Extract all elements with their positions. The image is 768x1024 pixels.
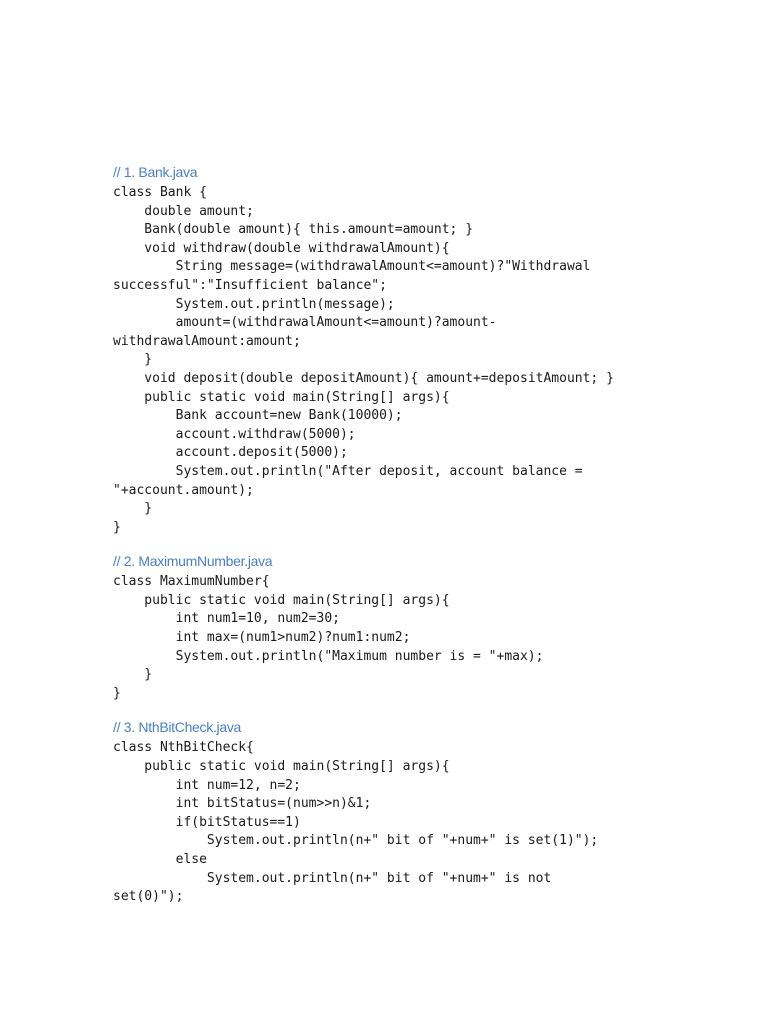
code-line: if(bitStatus==1)	[113, 814, 301, 830]
code-line: System.out.println(n+" bit of "+num+" is…	[113, 870, 552, 886]
code-line: class NthBitCheck{	[113, 740, 254, 756]
code-line: class Bank {	[113, 185, 207, 200]
code-line: Bank(double amount){ this.amount=amount;…	[113, 222, 474, 238]
code-block: class Bank { double amount; Bank(double …	[113, 184, 733, 537]
code-line: Bank account=new Bank(10000);	[113, 408, 403, 424]
code-line: set(0)");	[113, 889, 184, 905]
code-line: System.out.println(message);	[113, 296, 395, 312]
code-line: int bitStatus=(num>>n)&1;	[113, 796, 372, 812]
section-heading: // 3. NthBitCheck.java	[113, 719, 242, 736]
section-heading: // 1. Bank.java	[113, 164, 198, 180]
code-line: amount=(withdrawalAmount<=amount)?amount…	[113, 315, 497, 331]
code-line: account.deposit(5000);	[113, 445, 348, 461]
code-line: public static void main(String[] args){	[113, 389, 450, 405]
code-line: public static void main(String[] args){	[113, 592, 450, 608]
code-line: withdrawalAmount:amount;	[113, 333, 301, 349]
code-line: }	[113, 352, 153, 368]
code-line: System.out.println("After deposit, accou…	[113, 463, 583, 479]
code-line: int num1=10, num2=30;	[113, 611, 340, 627]
section-bank: // 1. Bank.java class Bank { double amou…	[113, 160, 733, 537]
code-line: public static void main(String[] args){	[113, 759, 450, 775]
code-line: void withdraw(double withdrawalAmount){	[113, 240, 450, 256]
code-line: }	[113, 519, 121, 535]
code-line: class MaximumNumber{	[113, 574, 270, 590]
code-line: int num=12, n=2;	[113, 777, 301, 793]
code-block: class NthBitCheck{ public static void ma…	[113, 739, 733, 906]
code-line: System.out.println("Maximum number is = …	[113, 648, 544, 664]
section-nth-bit-check: // 3. NthBitCheck.java class NthBitCheck…	[113, 715, 733, 906]
code-line: int max=(num1>num2)?num1:num2;	[113, 630, 411, 646]
code-line: else	[113, 852, 207, 867]
code-line: void deposit(double depositAmount){ amou…	[113, 370, 614, 386]
code-line: System.out.println(n+" bit of "+num+" is…	[113, 833, 599, 849]
document-page: // 1. Bank.java class Bank { double amou…	[113, 160, 733, 907]
code-line: account.withdraw(5000);	[113, 426, 356, 442]
code-block: class MaximumNumber{ public static void …	[113, 573, 733, 703]
code-line: }	[113, 685, 121, 701]
code-line: double amount;	[113, 203, 254, 219]
code-line: "+account.amount);	[113, 482, 254, 498]
code-line: successful":"Insufficient balance";	[113, 277, 387, 293]
code-line: String message=(withdrawalAmount<=amount…	[113, 259, 591, 275]
code-line: }	[113, 501, 153, 517]
section-maximum-number: // 2. MaximumNumber.java class MaximumNu…	[113, 549, 733, 703]
code-line: }	[113, 667, 153, 683]
section-heading: // 2. MaximumNumber.java	[113, 553, 273, 570]
